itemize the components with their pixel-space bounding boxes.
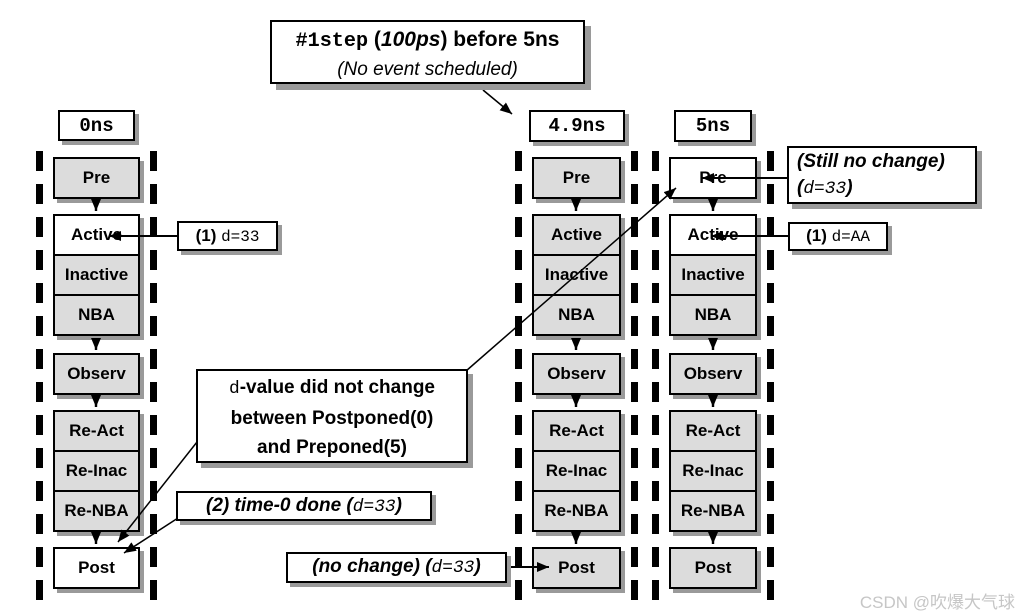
region-re-inac-5ns: Re-Inac — [669, 450, 757, 492]
region-pre-0ns: Pre — [53, 157, 140, 199]
region-active-0ns: Active — [53, 214, 140, 256]
note-mid-line3: and Preponed(5) — [198, 433, 466, 462]
text-segment: ) — [440, 28, 454, 51]
region-post-0ns: Post — [53, 547, 140, 589]
csdn-watermark: CSDN @吹爆大气球 — [859, 593, 1015, 612]
text-segment: ) — [395, 495, 402, 516]
region-post-4.9ns: Post — [532, 547, 621, 589]
region-inactive-5ns: Inactive — [669, 254, 757, 296]
region-re-act-4.9ns: Re-Act — [532, 410, 621, 452]
region-pre-4.9ns: Pre — [532, 157, 621, 199]
time-label-5ns: 5ns — [674, 110, 752, 142]
text-segment: #1step — [295, 30, 369, 53]
time-label-0ns: 0ns — [58, 110, 135, 141]
text-segment: and Preponed(5) — [257, 437, 407, 458]
left-dashed-rail-0ns — [36, 151, 43, 603]
text-segment: (1) — [195, 226, 222, 245]
text-segment: 100ps — [380, 28, 441, 51]
text-segment: (No event scheduled) — [337, 59, 518, 80]
note-still-line2: (d=33) — [797, 175, 975, 202]
text-segment: d — [228, 379, 240, 399]
region-re-nba-5ns: Re-NBA — [669, 490, 757, 532]
text-segment: (2) time-0 done ( — [206, 495, 353, 516]
region-pre-5ns: Pre — [669, 157, 757, 199]
right-dashed-rail-4.9ns — [631, 151, 638, 603]
note-d33: (1) d=33 — [177, 221, 278, 251]
text-segment: ( — [368, 28, 381, 51]
note-1step-line1: #1step (100ps) before 5ns — [272, 24, 583, 57]
note-still-no-change: (Still no change) (d=33) — [787, 146, 977, 204]
text-segment: (Still no change) — [797, 151, 945, 172]
text-segment: d=33 — [221, 228, 260, 246]
region-re-inac-4.9ns: Re-Inac — [532, 450, 621, 492]
region-inactive-4.9ns: Inactive — [532, 254, 621, 296]
note-dAA: (1) d=AA — [788, 222, 888, 251]
text-segment: before 5ns — [453, 28, 560, 51]
text-segment: ) — [846, 177, 853, 198]
region-re-inac-0ns: Re-Inac — [53, 450, 140, 492]
time-label-4.9ns: 4.9ns — [529, 110, 625, 142]
note-d33-text: (1) d=33 — [179, 223, 276, 250]
region-nba-0ns: NBA — [53, 294, 140, 336]
left-dashed-rail-4.9ns — [515, 151, 522, 603]
text-segment: d=33 — [803, 179, 847, 199]
region-nba-4.9ns: NBA — [532, 294, 621, 336]
text-segment: ) — [474, 556, 481, 577]
region-active-4.9ns: Active — [532, 214, 621, 256]
text-segment: d=AA — [831, 228, 870, 246]
note-mid-line2: between Postponed(0) — [198, 404, 466, 433]
note-dvalue-did-not-change: d-value did not change between Postponed… — [196, 369, 468, 463]
text-segment: (1) — [806, 226, 832, 245]
note-time0-done: (2) time-0 done (d=33) — [176, 491, 432, 521]
text-segment: -value did not change — [239, 377, 436, 398]
note-1step-before-5ns: #1step (100ps) before 5ns (No event sche… — [270, 20, 585, 84]
text-segment: between Postponed(0) — [230, 408, 434, 429]
arrow-topnote-to-4_9ns — [482, 89, 513, 115]
note-still-line1: (Still no change) — [797, 149, 975, 175]
note-nochange-text: (no change) (d=33) — [288, 554, 505, 581]
region-re-act-0ns: Re-Act — [53, 410, 140, 452]
note-mid-line1: d-value did not change — [198, 373, 466, 404]
region-observ-0ns: Observ — [53, 353, 140, 395]
text-segment: d=33 — [431, 558, 475, 578]
region-re-nba-0ns: Re-NBA — [53, 490, 140, 532]
text-segment: ( — [797, 177, 804, 198]
region-observ-5ns: Observ — [669, 353, 757, 395]
region-nba-5ns: NBA — [669, 294, 757, 336]
region-re-nba-4.9ns: Re-NBA — [532, 490, 621, 532]
region-re-act-5ns: Re-Act — [669, 410, 757, 452]
region-inactive-0ns: Inactive — [53, 254, 140, 296]
note-no-change: (no change) (d=33) — [286, 552, 507, 583]
note-1step-line2: (No event scheduled) — [272, 57, 583, 82]
region-active-5ns: Active — [669, 214, 757, 256]
left-dashed-rail-5ns — [652, 151, 659, 603]
region-post-5ns: Post — [669, 547, 757, 589]
note-dAA-text: (1) d=AA — [790, 224, 886, 249]
right-dashed-rail-5ns — [767, 151, 774, 603]
region-observ-4.9ns: Observ — [532, 353, 621, 395]
note-time0-text: (2) time-0 done (d=33) — [178, 493, 430, 520]
right-dashed-rail-0ns — [150, 151, 157, 603]
text-segment: (no change) ( — [312, 556, 432, 577]
text-segment: d=33 — [352, 497, 396, 517]
